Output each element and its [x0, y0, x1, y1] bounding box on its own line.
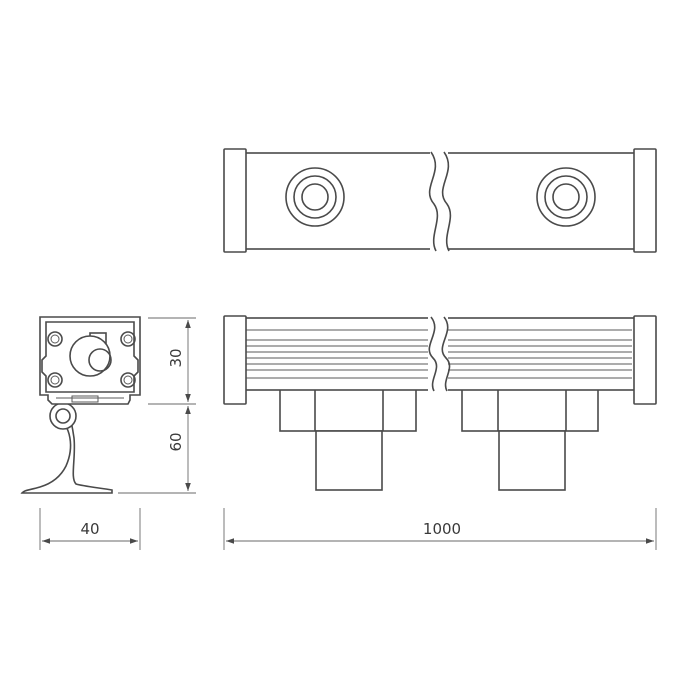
lens-right — [536, 167, 596, 227]
lens-left — [285, 167, 345, 227]
dim-label-60: 60 — [167, 432, 185, 451]
dim-label-1000: 1000 — [423, 520, 461, 538]
end-cap-right — [633, 148, 657, 253]
side-view — [20, 316, 141, 494]
end-cap-left — [223, 148, 247, 253]
dim-label-30: 30 — [167, 348, 185, 367]
front-view — [223, 315, 657, 491]
dim-label-40: 40 — [80, 520, 99, 538]
top-view — [223, 148, 657, 253]
dimension-labels: 30 60 40 1000 — [80, 348, 461, 538]
dimension-lines — [39, 317, 657, 550]
